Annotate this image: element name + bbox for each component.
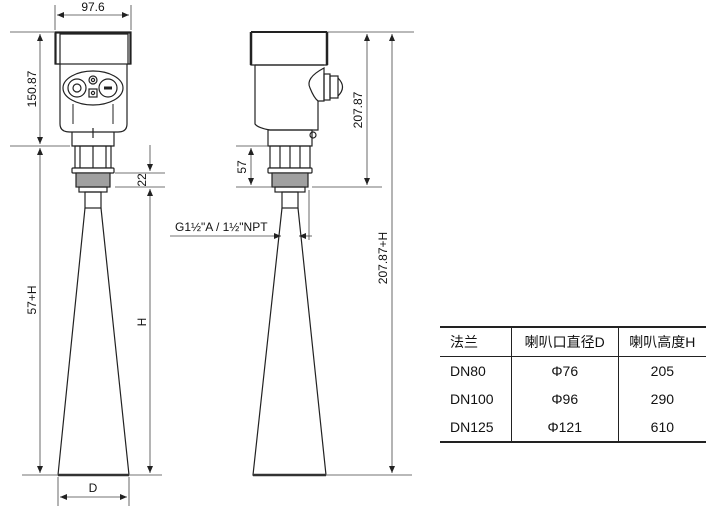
- cell-diameter: Φ76: [510, 356, 619, 385]
- cell-height: 290: [617, 385, 706, 413]
- table-row: DN80 Φ76 205: [440, 356, 706, 385]
- header-flange: 法兰: [440, 327, 512, 357]
- side-dimensions: [170, 31, 414, 476]
- table-row: DN125 Φ121 610: [440, 413, 706, 442]
- cell-diameter: Φ121: [510, 413, 619, 442]
- cell-flange: DN100: [450, 391, 494, 407]
- cell-height: 205: [617, 356, 706, 385]
- cell-flange: DN125: [450, 419, 494, 435]
- cell-diameter: Φ96: [510, 385, 619, 413]
- thread-spec-label: G1½"A / 1½"NPT: [175, 220, 268, 234]
- header-horn-diameter: 喇叭口直径D: [510, 327, 619, 357]
- front-view: [54, 31, 132, 477]
- dim-housing-height: 150.87: [25, 70, 39, 107]
- table-header-row: 法兰 喇叭口直径D 喇叭高度H: [440, 327, 706, 357]
- dim-neck-height: 22: [135, 173, 149, 187]
- cell-height: 610: [617, 413, 706, 442]
- front-dimensions: [10, 5, 165, 506]
- cell-flange: DN80: [450, 363, 486, 379]
- dim-housing-width: 97.6: [81, 0, 105, 14]
- dim-side-total: 207.87+H: [376, 232, 390, 284]
- horn-spec-table: 法兰 喇叭口直径D 喇叭高度H DN80 Φ76 205 DN100 Φ96 2…: [440, 326, 706, 443]
- table-row: DN100 Φ96 290: [440, 385, 706, 413]
- header-horn-height: 喇叭高度H: [617, 327, 706, 357]
- dim-side-height: 207.87: [351, 91, 365, 128]
- dim-horn-height: H: [135, 318, 149, 327]
- display-panel: [62, 70, 124, 106]
- side-view: [249, 31, 344, 477]
- dim-total-left: 57+H: [25, 285, 39, 314]
- dim-flange-height: 57: [235, 160, 249, 174]
- dim-horn-diameter: D: [89, 481, 98, 495]
